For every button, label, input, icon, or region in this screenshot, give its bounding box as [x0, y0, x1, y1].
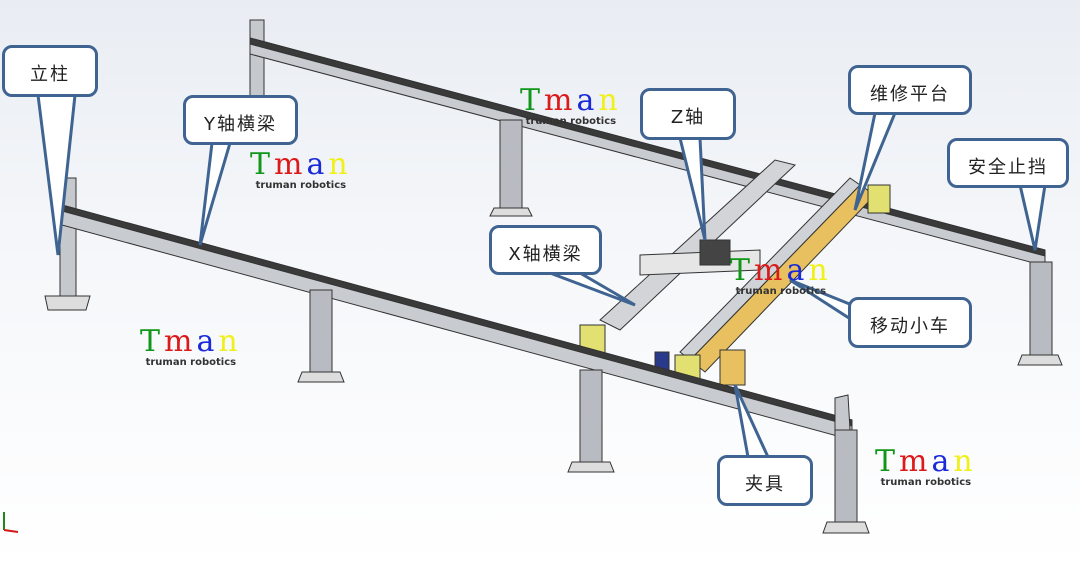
watermark: Tman truman robotics: [520, 83, 622, 127]
callout-column: 立柱: [2, 45, 98, 97]
watermark: Tman truman robotics: [250, 147, 352, 191]
callout-platform: 维修平台: [848, 65, 972, 115]
callout-x-beam: X轴横梁: [489, 225, 602, 275]
callout-tails: [36, 93, 1047, 459]
crane-bridge: [579, 159, 891, 386]
axis-triad-icon: [3, 512, 19, 533]
callout-z-axis: Z轴: [640, 88, 736, 140]
callout-trolley: 移动小车: [848, 297, 972, 348]
watermark: Tman truman robotics: [140, 324, 242, 368]
watermark: Tman truman robotics: [730, 253, 832, 297]
callout-gripper: 夹具: [717, 455, 813, 506]
callout-y-beam: Y轴横梁: [183, 95, 298, 145]
watermark: Tman truman robotics: [875, 444, 977, 488]
front-rail: [44, 177, 870, 534]
callout-safety-stop: 安全止挡: [947, 138, 1069, 188]
